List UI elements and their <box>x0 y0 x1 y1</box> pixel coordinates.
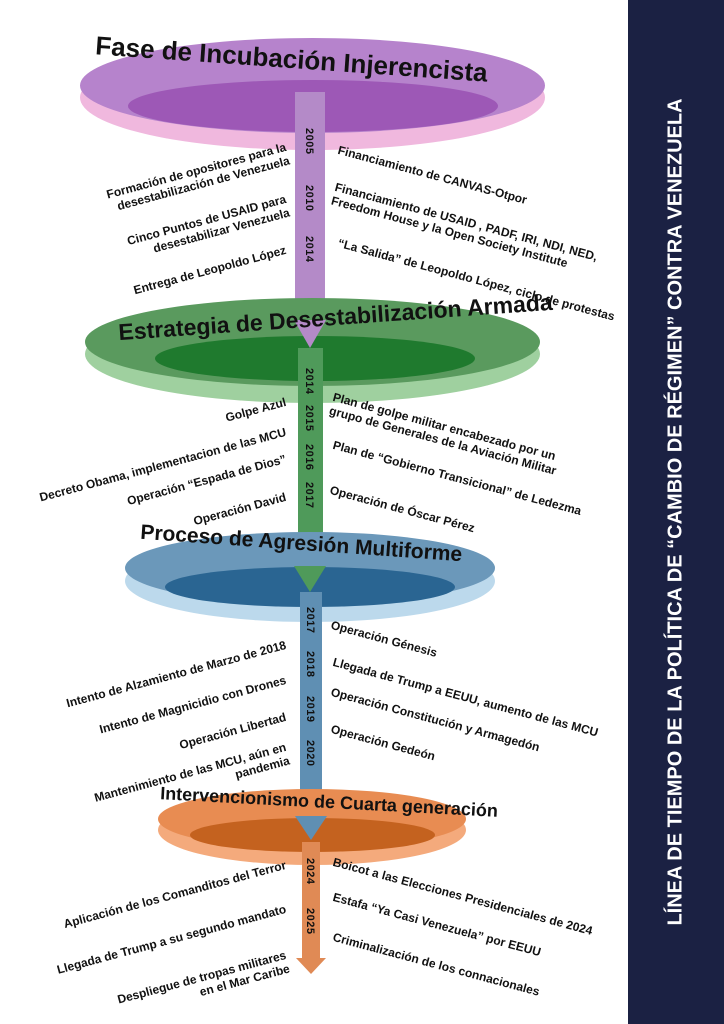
year-label: 2025 <box>304 908 316 935</box>
phase-4-stem <box>302 842 320 960</box>
year-label: 2016 <box>303 444 315 471</box>
phase-2-arrow <box>294 566 326 592</box>
phase-4-arrow <box>296 958 326 974</box>
phase-1-stem <box>295 92 325 322</box>
year-label: 2018 <box>304 651 316 678</box>
phase-2-stem <box>298 348 323 568</box>
event-right: Financiamiento de USAID , PADF, IRI, NDI… <box>329 180 599 271</box>
event-left: Aplicación de los Comanditos del Terror <box>62 858 288 932</box>
main-title: LÍNEA DE TIEMPO DE LA POLÍTICA DE “CAMBI… <box>664 98 687 926</box>
year-label: 2019 <box>304 696 316 723</box>
event-left: Despliegue de tropas militares en el Mar… <box>115 948 292 1007</box>
phase-3-arrow <box>295 816 327 840</box>
year-label: 2020 <box>304 740 316 767</box>
event-left: Intento de Magnicidio con Drones <box>97 673 288 737</box>
year-label: 2014 <box>303 236 315 263</box>
year-label: 2017 <box>303 482 315 509</box>
year-label: 2010 <box>303 185 315 212</box>
phase-1-arrow <box>294 320 326 348</box>
phase-3-stem <box>300 592 322 818</box>
event-right: Plan de golpe militar encabezado por un … <box>327 390 558 478</box>
year-label: 2015 <box>303 405 315 432</box>
year-label: 2017 <box>304 607 316 634</box>
title-sidebar: LÍNEA DE TIEMPO DE LA POLÍTICA DE “CAMBI… <box>628 0 724 1024</box>
event-right: Criminalización de los connacionales <box>331 930 542 999</box>
year-label: 2024 <box>304 858 316 885</box>
year-label: 2014 <box>303 368 315 395</box>
year-label: 2005 <box>303 128 315 155</box>
